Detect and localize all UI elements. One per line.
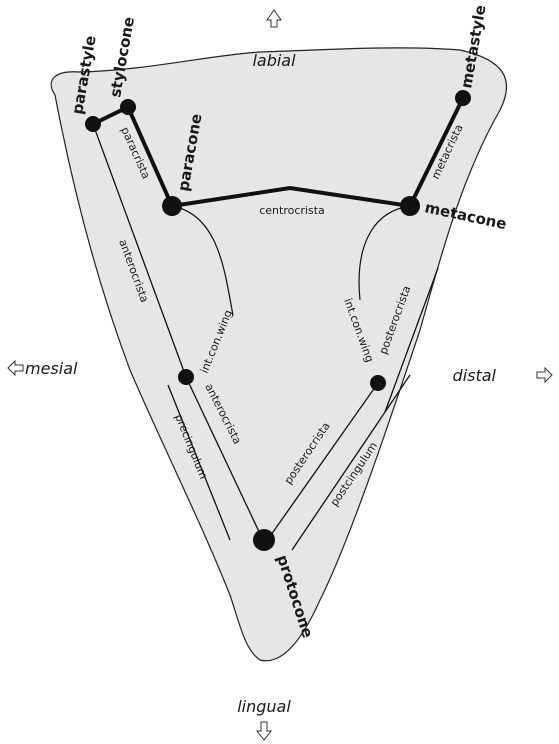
- mesial-label: mesial: [25, 359, 78, 378]
- labial-arrow-icon: [267, 10, 281, 27]
- labial-label: labial: [252, 51, 296, 70]
- distal-label: distal: [453, 366, 497, 385]
- mesial-conule: [178, 369, 194, 385]
- stylocone-cusp: [120, 99, 136, 115]
- paracone-cusp: [162, 196, 182, 216]
- protocone-cusp: [253, 529, 275, 551]
- distal-arrow-icon: [537, 368, 552, 382]
- lingual-label: lingual: [237, 697, 291, 716]
- centrocrista-label: centrocrista: [259, 204, 325, 217]
- parastyle-cusp: [85, 116, 101, 132]
- metacone-cusp: [400, 196, 420, 216]
- lingual-arrow-icon: [257, 722, 271, 740]
- mesial-arrow-icon: [8, 361, 23, 375]
- distal-conule: [370, 375, 386, 391]
- metastyle-cusp: [455, 90, 471, 106]
